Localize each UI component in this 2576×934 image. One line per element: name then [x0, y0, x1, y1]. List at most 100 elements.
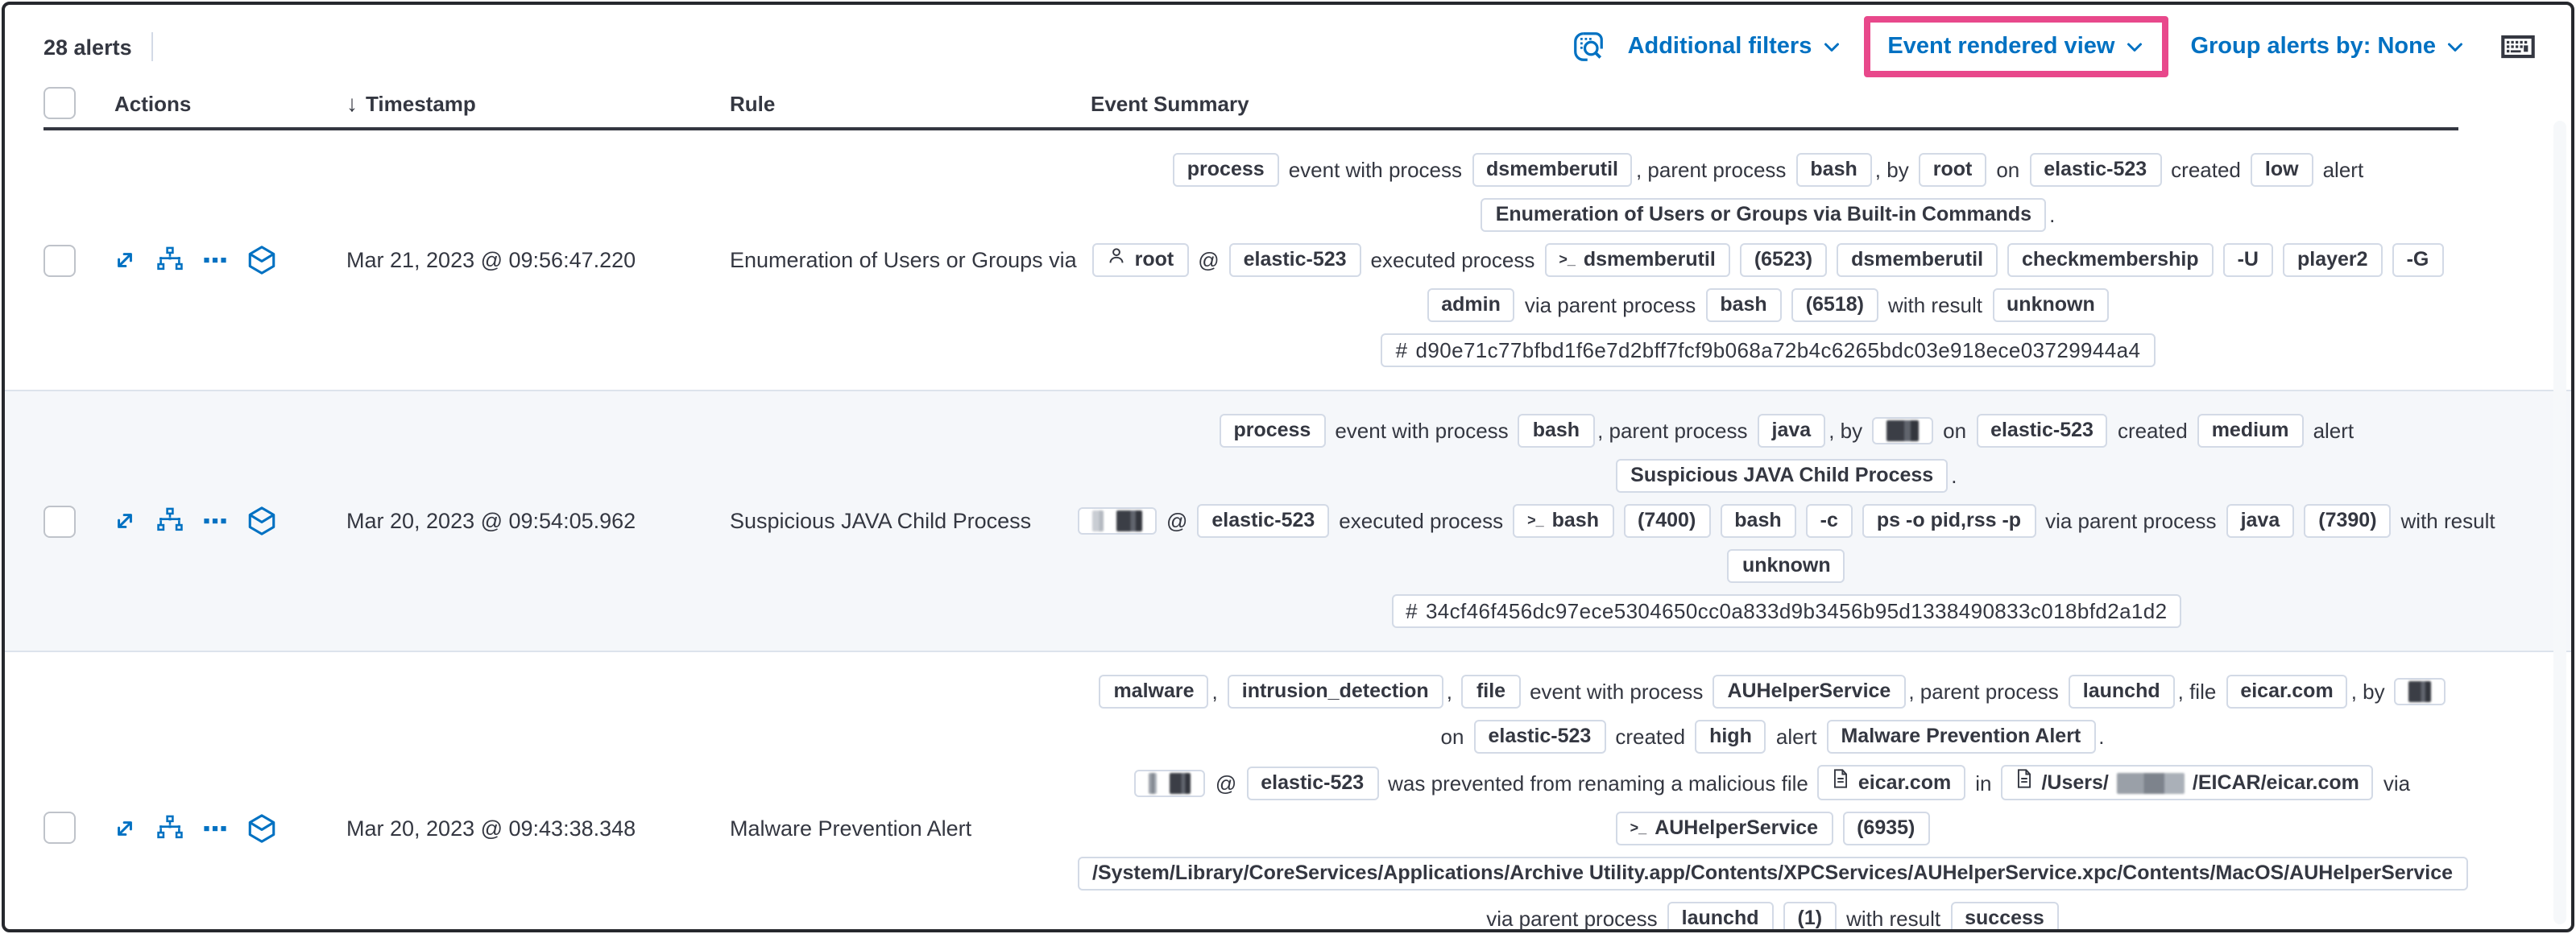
- field-badge[interactable]: dsmemberutil: [1837, 243, 1998, 277]
- field-badge[interactable]: elastic-523: [2029, 153, 2162, 187]
- chevron-down-icon: [1821, 37, 1841, 56]
- field-badge[interactable]: unknown: [1727, 549, 1845, 583]
- field-badge[interactable]: Enumeration of Users or Groups via Built…: [1481, 198, 2047, 232]
- field-badge[interactable]: /System/Library/CoreServices/Application…: [1078, 857, 2468, 891]
- badge-text: AUHelperService: [1727, 680, 1891, 702]
- investigate-in-timeline-icon[interactable]: [246, 812, 277, 843]
- badge-text: launchd: [1681, 907, 1759, 929]
- more-actions-icon[interactable]: [201, 814, 229, 841]
- field-badge[interactable]: bash: [1720, 504, 1796, 538]
- user-badge[interactable]: root: [1092, 243, 1189, 277]
- field-badge[interactable]: (6523): [1739, 243, 1828, 277]
- field-badge[interactable]: [2394, 678, 2446, 705]
- column-header-timestamp[interactable]: ↓ Timestamp: [346, 90, 476, 116]
- file-badge[interactable]: /Users//EICAR/eicar.com: [2001, 765, 2374, 800]
- field-badge[interactable]: dsmemberutil: [1472, 153, 1633, 187]
- field-badge[interactable]: high: [1695, 720, 1766, 754]
- field-badge[interactable]: java: [2226, 504, 2295, 538]
- field-badge[interactable]: checkmembership: [2007, 243, 2214, 277]
- file-badge[interactable]: eicar.com: [1817, 765, 1966, 800]
- investigate-in-timeline-icon[interactable]: [246, 506, 277, 536]
- badge-text: /EICAR/eicar.com: [2192, 771, 2359, 793]
- redacted-value: [1116, 510, 1142, 531]
- rule-name[interactable]: Malware Prevention Alert: [730, 816, 972, 840]
- field-badge[interactable]: elastic-523: [1228, 243, 1361, 277]
- summary-line: >_AUHelperService (6935): [1615, 812, 1930, 845]
- field-badge[interactable]: elastic-523: [1976, 414, 2108, 448]
- field-badge[interactable]: process: [1219, 414, 1326, 448]
- more-actions-icon[interactable]: [201, 246, 229, 274]
- field-badge[interactable]: [1078, 507, 1157, 535]
- field-badge[interactable]: ps -o pid,rss -p: [1862, 504, 2036, 538]
- analyze-event-icon[interactable]: [156, 507, 184, 535]
- expand-alert-icon[interactable]: [111, 814, 139, 841]
- field-badge[interactable]: AUHelperService: [1713, 675, 1906, 709]
- field-badge[interactable]: file: [1461, 675, 1521, 709]
- field-badge[interactable]: player2: [2283, 243, 2383, 277]
- field-badge[interactable]: success: [1950, 902, 2059, 929]
- field-badge[interactable]: [1872, 417, 1934, 444]
- field-badge[interactable]: launchd: [1667, 902, 1774, 929]
- field-badge[interactable]: bash: [1795, 153, 1872, 187]
- field-badge[interactable]: Malware Prevention Alert: [1826, 720, 2096, 754]
- field-badge[interactable]: intrusion_detection: [1227, 675, 1443, 709]
- field-badge[interactable]: -G: [2392, 243, 2444, 277]
- field-badge[interactable]: medium: [2197, 414, 2304, 448]
- terminal-badge[interactable]: >_dsmemberutil: [1544, 243, 1730, 277]
- field-badge[interactable]: elastic-523: [1246, 766, 1379, 800]
- field-badge[interactable]: [1134, 769, 1206, 796]
- select-all-checkbox[interactable]: [43, 87, 76, 119]
- field-badge[interactable]: unknown: [1992, 288, 2110, 322]
- field-badge[interactable]: admin: [1427, 288, 1515, 322]
- investigate-in-timeline-icon[interactable]: [246, 245, 277, 275]
- field-badge[interactable]: low: [2250, 153, 2313, 187]
- view-selector-button[interactable]: Event rendered view: [1887, 34, 2143, 60]
- analyze-event-icon[interactable]: [156, 246, 184, 274]
- field-badge[interactable]: -U: [2222, 243, 2273, 277]
- field-badge[interactable]: malware: [1099, 675, 1209, 709]
- badge-text: d90e71c77bfbd1f6e7d2bff7fcf9b068a72b4c62…: [1415, 338, 2141, 362]
- badge-text: high: [1709, 725, 1752, 747]
- summary-text: on: [1996, 158, 2020, 182]
- field-badge[interactable]: bash: [1705, 288, 1782, 322]
- row-checkbox[interactable]: [43, 244, 76, 276]
- group-alerts-by-button[interactable]: Group alerts by: None: [2190, 34, 2465, 60]
- field-badge[interactable]: launchd: [2068, 675, 2175, 709]
- field-badge[interactable]: process: [1172, 153, 1279, 187]
- summary-text: , by: [1828, 419, 1863, 443]
- terminal-icon: >_: [1559, 251, 1576, 267]
- field-badge[interactable]: (7400): [1623, 504, 1711, 538]
- inspect-icon[interactable]: [1573, 31, 1605, 63]
- field-badge[interactable]: (6518): [1791, 288, 1878, 322]
- hash-badge[interactable]: #34cf46f456dc97ece5304650cc0a833d9b3456b…: [1391, 594, 2182, 628]
- additional-filters-button[interactable]: Additional filters: [1628, 34, 1841, 60]
- rule-name[interactable]: Suspicious JAVA Child Process: [730, 509, 1032, 533]
- field-badge[interactable]: eicar.com: [2226, 675, 2348, 709]
- field-badge[interactable]: (6935): [1842, 812, 1930, 845]
- field-badge[interactable]: elastic-523: [1473, 720, 1606, 754]
- field-badge[interactable]: Suspicious JAVA Child Process: [1616, 459, 1949, 493]
- keyboard-shortcuts-icon[interactable]: [2500, 29, 2536, 64]
- more-actions-icon[interactable]: [201, 507, 229, 535]
- rule-name[interactable]: Enumeration of Users or Groups via Bui: [730, 248, 1078, 272]
- hash-badge[interactable]: #d90e71c77bfbd1f6e7d2bff7fcf9b068a72b4c6…: [1381, 333, 2156, 367]
- field-badge[interactable]: java: [1757, 414, 1826, 448]
- row-checkbox[interactable]: [43, 812, 76, 844]
- analyze-event-icon[interactable]: [156, 814, 184, 841]
- field-badge[interactable]: -c: [1805, 504, 1853, 538]
- column-header-actions: Actions: [114, 91, 192, 115]
- field-badge[interactable]: elastic-523: [1197, 504, 1330, 538]
- summary-text: , parent process: [1597, 419, 1748, 443]
- field-badge[interactable]: (1): [1783, 902, 1837, 929]
- expand-alert-icon[interactable]: [111, 246, 139, 274]
- field-badge[interactable]: (7390): [2304, 504, 2392, 538]
- row-checkbox[interactable]: [43, 505, 76, 537]
- terminal-badge[interactable]: >_AUHelperService: [1615, 812, 1833, 845]
- badge-text: (6935): [1857, 816, 1915, 839]
- expand-alert-icon[interactable]: [111, 507, 139, 535]
- scrollbar-track[interactable]: [2553, 121, 2566, 924]
- terminal-badge[interactable]: >_bash: [1513, 504, 1613, 538]
- badge-text: (7400): [1638, 509, 1696, 531]
- field-badge[interactable]: bash: [1518, 414, 1595, 448]
- field-badge[interactable]: root: [1918, 153, 1987, 187]
